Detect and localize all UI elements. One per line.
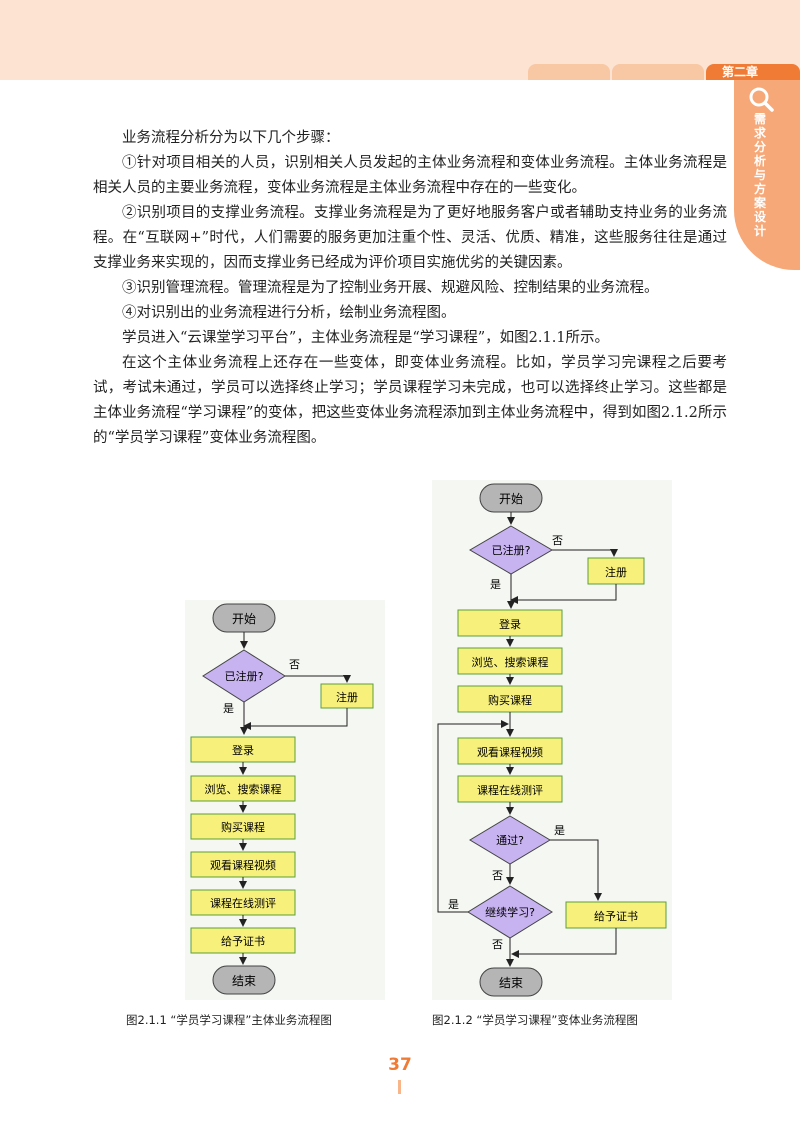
svg-text:继续学习?: 继续学习? — [485, 905, 535, 919]
step-certificate: 给予证书 — [565, 901, 667, 929]
page-number: 37 — [388, 1055, 412, 1075]
chapter-tab-blank-1 — [528, 64, 610, 80]
yes-label: 是 — [223, 702, 234, 715]
step-watch: 观看课程视频 — [457, 737, 563, 765]
magnifier-icon — [748, 86, 774, 112]
continue-yes-label: 是 — [448, 898, 459, 911]
chapter-tab-blank-2 — [612, 64, 704, 80]
register-label: 注册 — [336, 690, 358, 704]
side-chapter-tab — [734, 80, 800, 270]
chapter-tab-label: 第二章 — [706, 64, 800, 80]
svg-text:课程在线测评: 课程在线测评 — [477, 783, 543, 797]
continue-no-label: 否 — [492, 938, 503, 951]
no-label: 否 — [552, 534, 563, 547]
end-terminal — [479, 967, 543, 997]
figure1-caption: 图2.1.1 “学员学习课程”主体业务流程图 — [126, 1013, 332, 1027]
svg-text:登录: 登录 — [232, 743, 254, 757]
svg-text:注册: 注册 — [605, 565, 627, 579]
end-label: 结束 — [232, 974, 256, 988]
pass-yes-label: 是 — [554, 824, 565, 837]
step-assess: 课程在线测评 — [190, 889, 296, 916]
svg-text:购买课程: 购买课程 — [221, 820, 265, 834]
svg-text:课程在线测评: 课程在线测评 — [210, 896, 276, 910]
svg-text:浏览、搜索课程: 浏览、搜索课程 — [205, 782, 282, 796]
svg-text:给予证书: 给予证书 — [221, 935, 265, 948]
step-browse: 浏览、搜索课程 — [457, 647, 563, 675]
flowchart-variant: 开始 已注册? 否 注册 是 登录 浏览、搜索课程 购买课程 观看课程视频 — [432, 480, 672, 1000]
svg-text:通过?: 通过? — [496, 834, 524, 847]
yes-label: 是 — [490, 578, 501, 591]
paragraph: ②识别项目的支撑业务流程。支撑业务流程是为了更好地服务客户或者辅助支持业务的业务… — [93, 205, 727, 271]
pass-no-label: 否 — [492, 869, 503, 882]
step-buy: 购买课程 — [190, 813, 296, 840]
step-buy: 购买课程 — [457, 685, 563, 713]
start-label: 开始 — [232, 612, 256, 626]
body-text: 业务流程分析分为以下几个步骤： ①针对项目相关的人员，识别相关人员发起的主体业务… — [93, 126, 727, 451]
svg-text:给予证书: 给予证书 — [594, 910, 638, 923]
svg-text:浏览、搜索课程: 浏览、搜索课程 — [472, 655, 549, 669]
svg-text:观看课程视频: 观看课程视频 — [210, 858, 276, 872]
step-login: 登录 — [190, 736, 296, 763]
step-browse: 浏览、搜索课程 — [190, 775, 296, 802]
svg-text:已注册?: 已注册? — [492, 543, 531, 557]
svg-text:购买课程: 购买课程 — [488, 693, 532, 707]
side-chapter-title: 需求分析与方案设计 — [753, 112, 766, 238]
figure2-caption: 图2.1.2 “学员学习课程”变体业务流程图 — [432, 1013, 638, 1027]
paragraph: ③识别管理流程。管理流程是为了控制业务开展、规避风险、控制结果的业务流程。 — [122, 280, 659, 296]
paragraph: 业务流程分析分为以下几个步骤： — [122, 130, 340, 146]
svg-text:登录: 登录 — [499, 617, 521, 631]
paragraph: ④对识别出的业务流程进行分析，绘制业务流程图。 — [122, 305, 456, 321]
end-terminal — [212, 965, 276, 995]
paragraph: ①针对项目相关的人员，识别相关人员发起的主体业务流程和变体业务流程。主体业务流程… — [93, 155, 727, 196]
svg-text:结束: 结束 — [499, 976, 523, 990]
step-assess: 课程在线测评 — [457, 775, 563, 803]
step-certificate: 给予证书 — [190, 927, 296, 954]
svg-text:开始: 开始 — [499, 492, 523, 506]
registered-label: 已注册? — [225, 669, 264, 683]
step-login: 登录 — [457, 609, 563, 637]
page-tick — [398, 1080, 401, 1094]
no-label: 否 — [289, 658, 300, 671]
step-watch: 观看课程视频 — [190, 851, 296, 878]
paragraph: 在这个主体业务流程上还存在一些变体，即变体业务流程。比如，学员学习完课程之后要考… — [93, 355, 727, 446]
paragraph: 学员进入“云课堂学习平台”，主体业务流程是“学习课程”，如图2.1.1所示。 — [122, 330, 610, 346]
svg-text:观看课程视频: 观看课程视频 — [477, 745, 543, 759]
flowchart-main: 开始 已注册? 否 注册 是 登录 浏览、搜索课程 购买课程 观看课程视频 — [185, 600, 385, 1000]
